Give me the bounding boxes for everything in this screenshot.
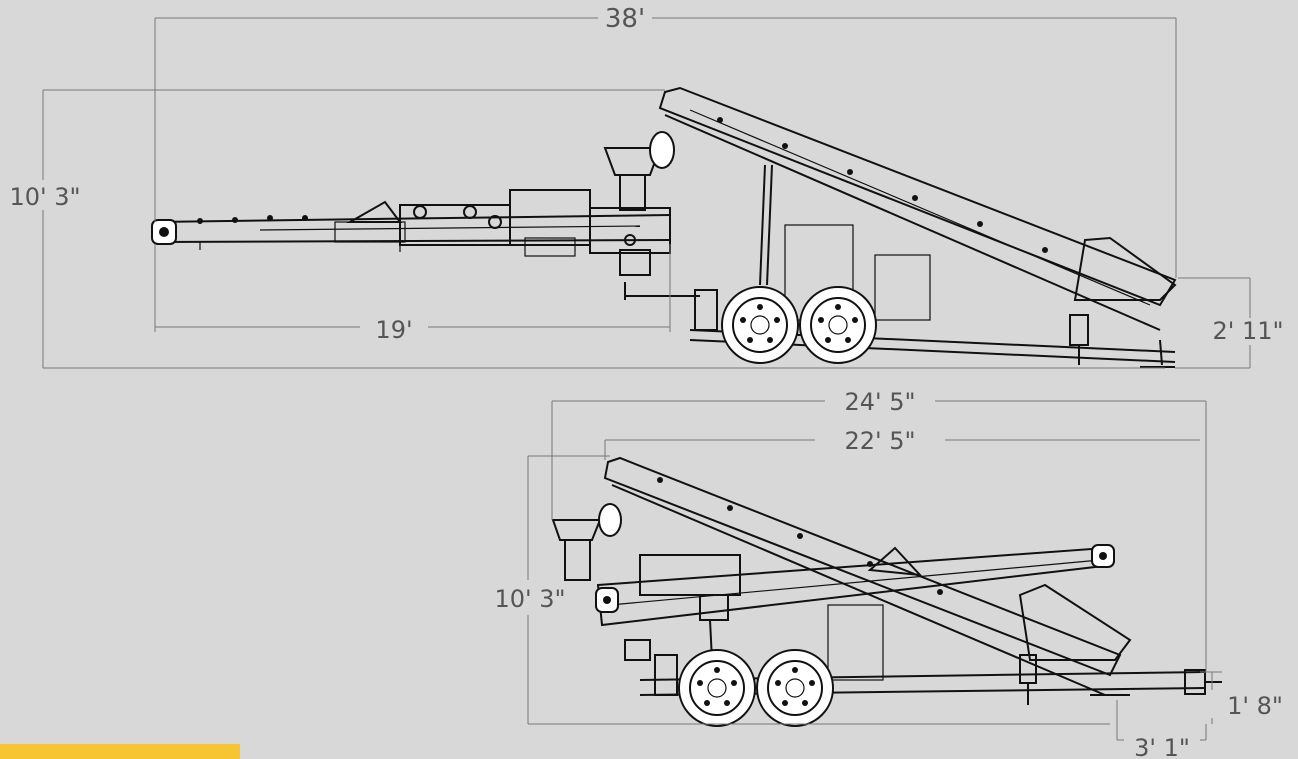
bottom-folded-conveyor bbox=[595, 544, 1115, 627]
dim-label-top-hopper-height: 2' 11" bbox=[1212, 317, 1283, 345]
top-wheel-front bbox=[721, 286, 799, 364]
dim-bottom-hitch-length: 3' 1" bbox=[1116, 700, 1207, 759]
top-trailer-chassis bbox=[624, 224, 1176, 368]
top-machine-drawing bbox=[151, 86, 1177, 368]
bottom-feed-hopper bbox=[551, 503, 741, 621]
dim-label-top-discharge-length: 19' bbox=[375, 316, 412, 344]
dim-label-bottom-hitch-length: 3' 1" bbox=[1134, 734, 1190, 759]
dim-top-discharge-length: 19' bbox=[154, 244, 671, 344]
dim-bottom-height: 10' 3" bbox=[494, 455, 1110, 725]
dim-top-overall-length: 38' bbox=[154, 4, 1177, 278]
dim-bottom-body-length: 22' 5" bbox=[604, 427, 1200, 460]
bottom-machine-drawing bbox=[551, 456, 1222, 727]
dim-top-hopper-height: 2' 11" bbox=[1175, 277, 1284, 369]
dim-top-height: 10' 3" bbox=[9, 89, 1165, 369]
dim-bottom-hitch-height: 1' 8" bbox=[1200, 671, 1283, 724]
dim-label-top-height: 10' 3" bbox=[9, 183, 80, 211]
top-feed-hopper bbox=[589, 131, 675, 276]
dim-bottom-overall-length: 24' 5" bbox=[551, 388, 1207, 672]
dimension-annotations: 38' 10' 3" 19' bbox=[9, 4, 1283, 759]
top-discharge-conveyor bbox=[151, 189, 671, 257]
dim-label-top-overall-length: 38' bbox=[605, 4, 645, 34]
dim-label-bottom-overall-length: 24' 5" bbox=[844, 388, 915, 416]
accent-bar bbox=[0, 744, 240, 759]
bottom-receiving-hopper bbox=[1018, 583, 1132, 661]
top-receiving-hopper bbox=[1073, 236, 1177, 301]
dim-label-bottom-height: 10' 3" bbox=[494, 585, 565, 613]
bottom-wheel-rear bbox=[756, 649, 834, 727]
dim-label-bottom-body-length: 22' 5" bbox=[844, 427, 915, 455]
bottom-wheel-front bbox=[678, 649, 756, 727]
top-wheel-rear bbox=[799, 286, 877, 364]
dim-label-bottom-hitch-height: 1' 8" bbox=[1227, 692, 1283, 720]
